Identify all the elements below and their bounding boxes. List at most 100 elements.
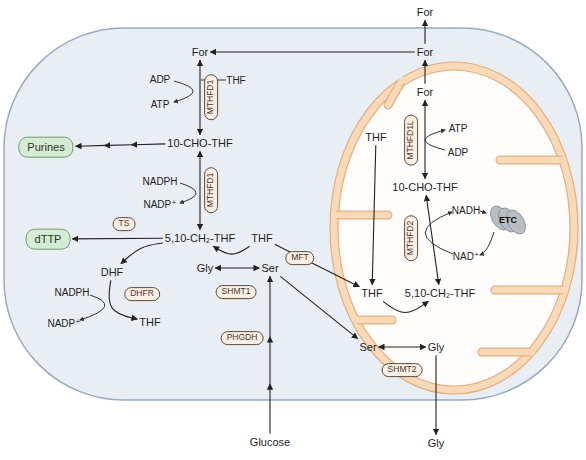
node-text: THF [251,232,272,244]
cofactor-label: NAD⁺ [453,251,479,262]
metabolite-node: 10-CHO-THF [392,181,457,194]
node-text: THF [139,316,160,328]
reaction-arrow [269,276,270,433]
reaction-arrow [424,20,425,43]
enzyme-pill: MTHFD1 [204,74,218,120]
reaction-arrow [275,244,360,286]
node-text: For [192,46,209,58]
node-text: MTHFD1L [405,120,415,159]
node-text: Ser [261,262,278,274]
enzyme-pill: SHMT1 [216,285,257,299]
crista [388,80,402,105]
crista [336,212,388,219]
node-text: For [417,6,434,18]
reaction-arrow [424,100,425,178]
cofactor-arrow [480,232,494,255]
node-text: 10-CHO-THF [167,137,232,149]
reaction-arrow [426,195,439,284]
cell-membrane [4,28,582,400]
reaction-arrow [215,267,259,268]
cofactor-arrow [80,295,105,320]
product-box: Purines [18,137,73,158]
reaction-arrow [72,238,162,240]
reaction-arrow [372,145,376,284]
node-text: 10-CHO-THF [392,181,457,193]
metabolite-node: THF [361,287,382,300]
metabolite-node: THF [139,316,160,329]
reaction-arrow [210,51,415,52]
enzyme-pill: PHGDH [221,331,264,345]
reaction-arrow [199,60,200,134]
cofactor-label: NADPH [142,176,177,187]
node-text: DHFR [130,288,154,298]
cofactor-arrow [174,81,193,102]
node-text: ETC [499,215,517,225]
node-text: 5,10-CH₂-THF [405,287,475,299]
node-text: MFT [291,252,308,262]
enzyme-pill: MTHFD1 [204,167,218,213]
node-text: For [417,86,434,98]
cofactor-arrow [480,211,486,213]
reaction-arrow [121,243,163,264]
cofactor-label: ADP [448,147,469,158]
metabolite-node: THF [365,131,386,144]
mitochondrion-outer [330,62,578,394]
node-text: TS [119,218,130,228]
metabolite-node: 5,10-CH₂-THF [165,232,235,245]
metabolite-node: THF [251,232,272,245]
reaction-arrow [213,246,249,254]
metabolite-node: Gly [197,262,214,275]
node-text: SHMT1 [222,286,251,296]
node-text: THF [365,131,386,143]
node-text: MTHFD1 [205,173,215,207]
reaction-arrow [379,346,426,347]
node-text: 5,10-CH₂-THF [165,232,235,244]
cofactor-label: ATP [151,99,170,110]
node-text: Gly [197,262,214,274]
metabolite-node: 10-CHO-THF [167,137,232,150]
enzyme-pill: TS [113,217,136,231]
cofactor-label: NADP⁺ [143,199,176,210]
reaction-arrow [199,151,200,229]
metabolite-node: Ser [261,262,278,275]
metabolite-node: Glucose [250,436,290,449]
metabolite-node: Gly [428,341,445,354]
cofactor-arrows [80,80,494,320]
crista [356,317,392,324]
crista [495,287,565,294]
cofactor-label: ADP [150,74,171,85]
node-text: For [417,46,434,58]
crista [500,157,563,164]
metabolite-node: For [417,6,434,19]
node-text: MTHFD1 [205,80,215,114]
mitochondrion-matrix [338,70,570,386]
cofactor-arrow [425,130,445,150]
cofactor-label: NADPH [54,287,89,298]
reaction-arrow [424,60,425,83]
reaction-arrow [76,144,166,146]
node-text: Gly [428,341,445,353]
metabolite-node: DHF [101,266,124,279]
node-text: Purines [27,141,64,153]
node-text: THF [361,287,382,299]
enzyme-pill: MTHFD1L [404,114,418,165]
reaction-arrow [383,301,428,312]
metabolite-node: For [417,86,434,99]
cofactor-label: NADP⁺ [47,318,80,329]
node-text: PHGDH [227,332,258,342]
enzyme-pill: SHMT2 [382,363,423,377]
cofactor-arrow [180,183,196,203]
metabolite-node: For [417,46,434,59]
etc-complex: ETC [486,204,530,236]
cofactor-label: NADH [452,205,480,216]
node-text: DHF [101,266,124,278]
metabolite-node: 5,10-CH₂-THF [405,287,475,300]
cofactor-label: ATP [449,123,468,134]
metabolite-node: Gly [428,437,445,450]
crista [482,349,532,356]
node-text: Ser [359,341,376,353]
metabolite-node: Ser [359,341,376,354]
node-text: Glucose [250,436,290,448]
cofactor-label: THF [226,75,245,86]
